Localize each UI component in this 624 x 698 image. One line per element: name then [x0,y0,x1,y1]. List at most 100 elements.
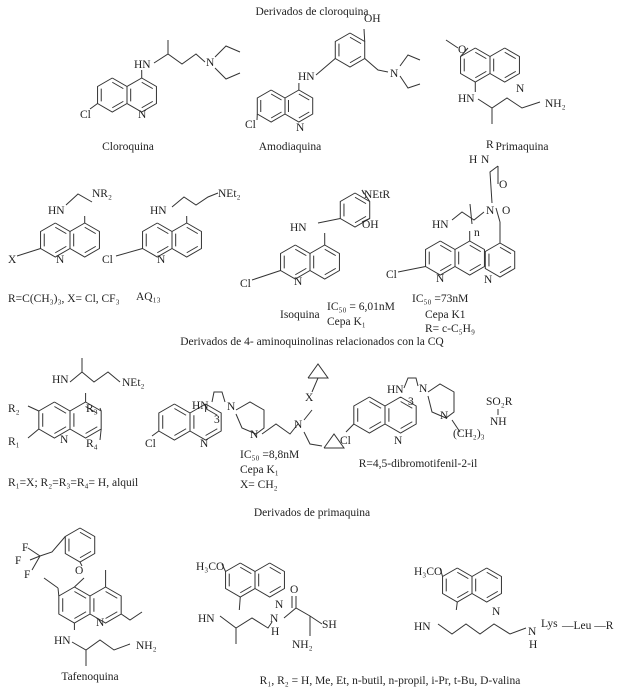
strain-label: Cepa K1 [425,309,466,321]
benzene-ring [142,222,173,258]
compound-primaquine-peptide: H₃CO N HN N H Lys —Leu —R [414,566,614,651]
bond [39,536,66,557]
benzene-ring [425,240,456,276]
bond [495,207,501,223]
ic50-value: IC₅₀ = 6,01nM [327,301,395,313]
bond [311,377,319,393]
bond [69,371,121,383]
bond [65,193,93,206]
bond [71,639,131,651]
atom-label: H₃CO [414,566,442,578]
ring [64,527,96,563]
atom-label: Lys [541,618,558,630]
double-bond [79,550,92,559]
pyridine-ring [284,89,314,123]
bond [238,596,241,611]
bond [261,423,299,435]
atom-label: N [436,273,445,285]
double-bond [157,245,169,254]
atom-label: N [492,606,501,618]
atom-label: HN [150,205,167,217]
atom-label: n [474,227,480,239]
double-bond [141,100,154,109]
double-bond [295,267,307,276]
benzene-ring [225,562,256,598]
double-bond [141,81,154,90]
benzene-ring [280,244,311,280]
atom-label: R₂ [8,403,20,415]
double-bond [85,426,98,434]
bond [74,577,85,588]
atom-label: N [484,274,493,286]
double-bond [324,248,337,257]
bond [99,407,102,412]
bond [455,601,458,611]
compound-name: Isoquina [280,309,320,321]
bond [171,192,219,208]
atom-label: —Leu —R [561,620,614,632]
bracket [211,391,226,403]
atom-label: N [296,122,305,134]
pyridine-ring [171,222,202,258]
bond [99,428,102,441]
pyridine-ring [384,396,417,434]
atom-label: Cl [386,269,397,281]
atom-label: NH₂ [545,98,566,110]
compound-isonicotinamide: HN n N O O N R H N Cl N IC₅₀ =73nM Cepa … [386,139,510,335]
atom-label: N [294,276,303,288]
double-bond [440,244,452,253]
double-bond [400,401,413,409]
double-bond [499,246,512,255]
atom-label: HN [458,93,475,105]
compound-primaquine-cysteine: H₃CO N HN N H O SH NH₂ [196,561,337,651]
double-bond [298,111,310,119]
bond [214,67,241,80]
atom-label: H [271,626,279,638]
bond [27,428,40,439]
substituent-note: R= c-C₅H₉ [425,323,475,335]
pyridine-ring [454,240,485,276]
ic50-value: IC₅₀ =8,8nM [240,449,299,461]
double-bond [112,81,124,90]
double-bond [205,408,218,416]
bond [214,45,241,58]
atom-label: 3 [408,396,414,408]
atom-label: NR₂ [92,188,112,200]
double-bond [54,426,67,434]
compound-name: Tafenoquina [61,671,118,683]
atom-label: Cl [245,119,256,131]
atom-label: SO₂R [486,396,513,408]
benzene-ring [256,89,286,123]
atom-label: Cl [102,254,113,266]
atom-label: HN [414,621,431,633]
atom-label: N [96,617,105,629]
bond [445,39,459,49]
pyridine-ring [89,586,122,624]
bond [283,607,323,625]
compound-name: AQ₁₃ [136,291,161,303]
double-bond [475,51,487,60]
atom-label: N [294,419,303,431]
bond [153,53,206,65]
double-bond [84,226,97,235]
atom-label: N [206,57,215,69]
bond [31,555,41,571]
double-bond [174,408,187,416]
double-bond [205,428,218,436]
bond [79,561,83,567]
atom-label: H [469,154,477,166]
compound-cloroquina: HN N Cl N Cloroquina [80,57,215,153]
atom-label: N [200,438,209,450]
section-title-cloroquina: Derivados de cloroquina [255,6,368,18]
piperazine-ring [427,383,455,419]
double-bond [240,585,252,594]
bond [27,547,41,557]
compound-piperazine-cyclopropyl: HN 3 N N N X Cl N IC₅₀ =8,8nM Cepa K₁ X=… [145,392,314,491]
double-bond [469,244,482,253]
atom-label: NH₂ [292,639,313,651]
double-bond [440,263,452,272]
atom-label: N [440,410,449,422]
double-bond [174,428,187,436]
double-bond [295,248,307,257]
